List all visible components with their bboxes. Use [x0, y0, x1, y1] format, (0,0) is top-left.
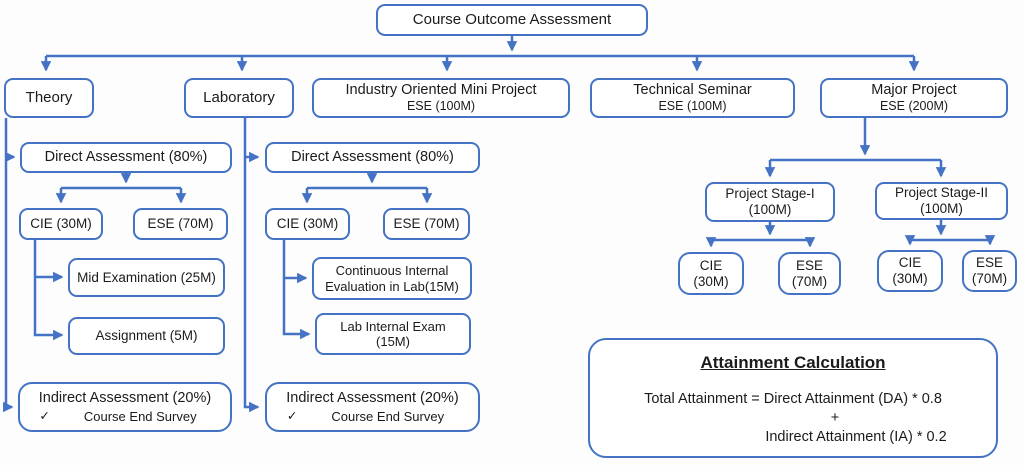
node-lab-indirect-assessment: Indirect Assessment (20%) ✓ Course End S… — [265, 382, 480, 432]
node-stage2-cie: CIE (30M) — [877, 250, 943, 292]
node-line2: (70M) — [791, 273, 828, 289]
attainment-calculation-box: Attainment Calculation Total Attainment … — [588, 338, 998, 458]
node-line1: ESE — [975, 255, 1003, 271]
node-technical-seminar: Technical Seminar ESE (100M) — [590, 78, 795, 118]
node-label: ESE (70M) — [147, 216, 214, 232]
node-title: Indirect Assessment (20%) — [38, 389, 212, 406]
node-major-project: Major Project ESE (200M) — [820, 78, 1008, 118]
formula-plus-sign: + — [830, 410, 840, 427]
node-line1: Continuous Internal — [335, 263, 449, 279]
node-title: Major Project — [871, 82, 957, 99]
node-line2: (30M) — [693, 273, 729, 289]
node-mid-examination: Mid Examination (25M) — [68, 258, 225, 297]
node-line2: (15M) — [376, 334, 410, 349]
node-line2: (100M) — [748, 202, 792, 217]
course-end-survey-label: Course End Survey — [331, 408, 445, 424]
node-label: Theory — [25, 89, 73, 107]
node-theory-indirect-assessment: Indirect Assessment (20%) ✓ Course End S… — [18, 382, 232, 432]
node-lab-direct-assessment: Direct Assessment (80%) — [265, 142, 480, 173]
node-stage2-ese: ESE (70M) — [962, 250, 1017, 292]
node-stage1-ese: ESE (70M) — [778, 252, 841, 295]
node-theory-cie: CIE (30M) — [19, 208, 103, 240]
node-label: Laboratory — [203, 89, 275, 107]
node-label: Course Outcome Assessment — [412, 11, 612, 29]
node-line2: (100M) — [920, 201, 963, 216]
attainment-formula: Total Attainment = Direct Attainment (DA… — [644, 390, 947, 447]
node-lab-cie: CIE (30M) — [265, 208, 350, 240]
node-line1: ESE — [795, 257, 823, 273]
node-line2: Evaluation in Lab(15M) — [325, 278, 459, 294]
attainment-title: Attainment Calculation — [700, 353, 886, 372]
node-theory: Theory — [4, 78, 94, 118]
node-subtitle: ESE (200M) — [879, 99, 949, 114]
node-lab-ese: ESE (70M) — [383, 208, 470, 240]
node-project-stage-1: Project Stage-I (100M) — [705, 182, 835, 222]
node-line2: (30M) — [892, 271, 928, 286]
node-line1: Project Stage-I — [725, 186, 815, 202]
node-label: Direct Assessment (80%) — [44, 148, 208, 165]
checkmark-icon: ✓ — [286, 409, 298, 424]
node-project-stage-2: Project Stage-II (100M) — [875, 182, 1008, 220]
node-line1: CIE — [898, 255, 922, 271]
node-label: Mid Examination (25M) — [77, 269, 216, 285]
node-title: Technical Seminar — [633, 82, 752, 99]
node-course-outcome-assessment: Course Outcome Assessment — [376, 4, 648, 36]
node-line2: (70M) — [971, 271, 1008, 286]
node-continuous-internal-evaluation: Continuous Internal Evaluation in Lab(15… — [312, 257, 472, 300]
node-subtitle: ESE (100M) — [406, 99, 476, 114]
node-label: Assignment (5M) — [95, 328, 198, 344]
node-line1: CIE — [699, 257, 723, 273]
node-subtitle: ESE (100M) — [658, 99, 727, 114]
node-label: CIE (30M) — [276, 216, 339, 232]
node-label: ESE (70M) — [393, 216, 460, 232]
checkmark-icon: ✓ — [39, 409, 50, 424]
node-stage1-cie: CIE (30M) — [678, 252, 744, 295]
node-title: Industry Oriented Mini Project — [345, 82, 537, 99]
node-lab-internal-exam: Lab Internal Exam (15M) — [315, 313, 471, 355]
node-title: Indirect Assessment (20%) — [286, 389, 459, 406]
node-line1: Lab Internal Exam — [340, 318, 446, 334]
course-end-survey-label: Course End Survey — [83, 408, 197, 424]
node-theory-direct-assessment: Direct Assessment (80%) — [20, 142, 232, 173]
formula-line-2: Indirect Attainment (IA) * 0.2 — [765, 429, 947, 446]
formula-line-1: Total Attainment = Direct Attainment (DA… — [644, 391, 942, 408]
node-line1: Project Stage-II — [894, 185, 989, 201]
node-laboratory: Laboratory — [184, 78, 294, 118]
node-assignment: Assignment (5M) — [68, 317, 225, 355]
node-label: Direct Assessment (80%) — [291, 148, 454, 165]
node-industry-mini-project: Industry Oriented Mini Project ESE (100M… — [312, 78, 570, 118]
node-theory-ese: ESE (70M) — [133, 208, 228, 240]
node-label: CIE (30M) — [30, 216, 92, 232]
